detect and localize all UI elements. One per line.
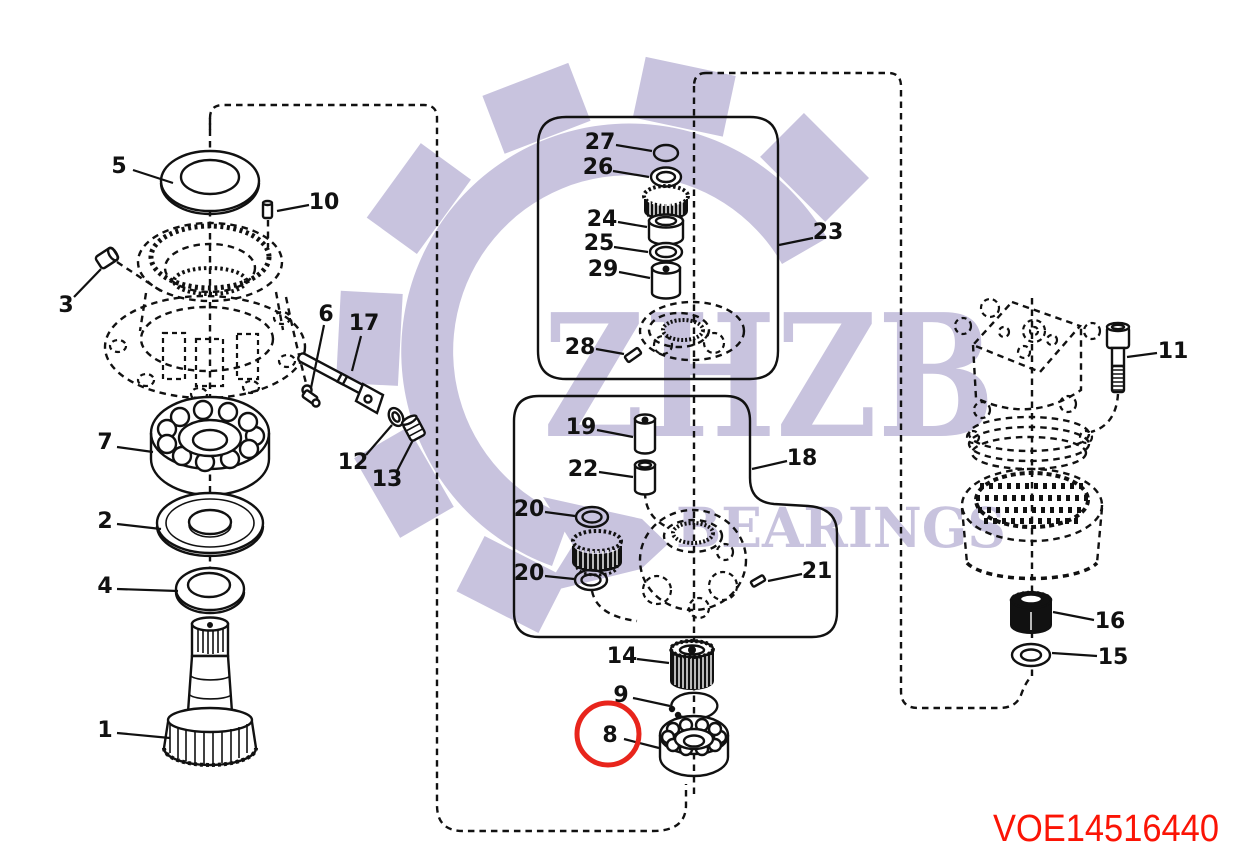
part-1-pinion-shaft — [162, 616, 258, 767]
pin10-flow-line — [266, 220, 309, 388]
part-25-ring — [648, 241, 684, 263]
callout-17: 17 — [349, 311, 380, 336]
part-16-gear-sleeve — [1009, 590, 1053, 634]
part-4-washer — [174, 566, 246, 615]
part-22-bushing — [633, 459, 657, 496]
part-29-pin — [650, 261, 682, 300]
part-6-grease-fitting — [301, 384, 321, 408]
part-11-socket-bolt — [1105, 321, 1131, 394]
callout-labels: 5 10 3 6 17 12 13 7 2 4 1 27 26 24 25 29… — [58, 130, 1188, 748]
callout-20-upper: 20 — [514, 497, 545, 522]
callout-4: 4 — [97, 574, 112, 599]
part-24-bushing — [647, 213, 685, 246]
callout-14: 14 — [607, 644, 638, 669]
callout-26: 26 — [583, 155, 614, 180]
part-8-ball-bearing — [658, 714, 730, 778]
watermark-brand-text: ZHZB — [543, 277, 995, 477]
part-13-plug-bolt — [400, 414, 426, 442]
part-sun-gear-lower — [571, 529, 623, 577]
callout-29: 29 — [588, 257, 619, 282]
callout-15: 15 — [1098, 645, 1129, 670]
callout-3: 3 — [58, 293, 73, 318]
callout-19: 19 — [566, 415, 597, 440]
bearing-7-balls — [156, 399, 266, 473]
callout-20-lower: 20 — [514, 561, 545, 586]
callout-1: 1 — [97, 718, 112, 743]
part-19-pin — [633, 413, 657, 455]
bolt-flow-line — [1090, 393, 1120, 434]
part-code-text: VOE14516440 — [993, 808, 1219, 850]
callout-11: 11 — [1158, 339, 1189, 364]
callout-6: 6 — [318, 302, 333, 327]
callout-16: 16 — [1095, 609, 1126, 634]
carrier-upper-dashed — [638, 300, 746, 362]
callout-22: 22 — [568, 457, 599, 482]
plug3-flow-line — [116, 260, 165, 295]
part-3-plug — [94, 246, 120, 270]
callout-7: 7 — [97, 430, 112, 455]
callout-28: 28 — [565, 335, 596, 360]
part-20-ring-upper — [574, 505, 610, 529]
callout-12: 12 — [338, 450, 369, 475]
ring-flow-line — [590, 590, 638, 623]
highlight-circle-callout-8 — [574, 700, 642, 768]
part-26-ring — [649, 166, 683, 188]
callout-24: 24 — [587, 207, 618, 232]
ring-gear-drum-dashed — [960, 467, 1104, 581]
part-2-thrust-disc — [155, 491, 265, 558]
part-15-washer — [1010, 642, 1052, 668]
part-28-roll-pin — [623, 346, 643, 364]
watermark-word-text: BEARINGS — [676, 495, 1006, 560]
watermark-arrow — [543, 497, 668, 593]
bushing-flow-line — [643, 491, 666, 528]
left-group-path — [208, 103, 688, 833]
callout-8: 8 — [602, 723, 617, 748]
group-box-18 — [512, 394, 839, 639]
group-box-23 — [536, 115, 780, 381]
part-21-roll-pin — [749, 574, 767, 588]
callout-18: 18 — [787, 446, 818, 471]
part-10-pin — [261, 199, 274, 220]
part-14-spline-coupling — [669, 639, 715, 690]
callout-13: 13 — [372, 467, 403, 492]
part-27-o-ring — [652, 143, 680, 163]
right-group-path — [692, 71, 1034, 710]
callout-10: 10 — [309, 190, 340, 215]
callout-23: 23 — [813, 220, 844, 245]
part-12-washer — [387, 406, 405, 428]
assembly-flow-lines — [116, 71, 1120, 833]
callout-2: 2 — [97, 509, 112, 534]
callout-5: 5 — [111, 154, 126, 179]
leader-lines — [73, 143, 1158, 750]
motor-assembly-dashed — [953, 297, 1102, 471]
carrier-lower-dashed — [638, 508, 748, 620]
callout-27: 27 — [585, 130, 616, 155]
part-20-ring-lower — [573, 568, 609, 592]
callout-21: 21 — [802, 559, 833, 584]
callout-25: 25 — [584, 231, 615, 256]
gear-teeth-lines — [169, 724, 248, 765]
part-5-seal-ring — [159, 149, 261, 216]
callout-9: 9 — [613, 683, 628, 708]
